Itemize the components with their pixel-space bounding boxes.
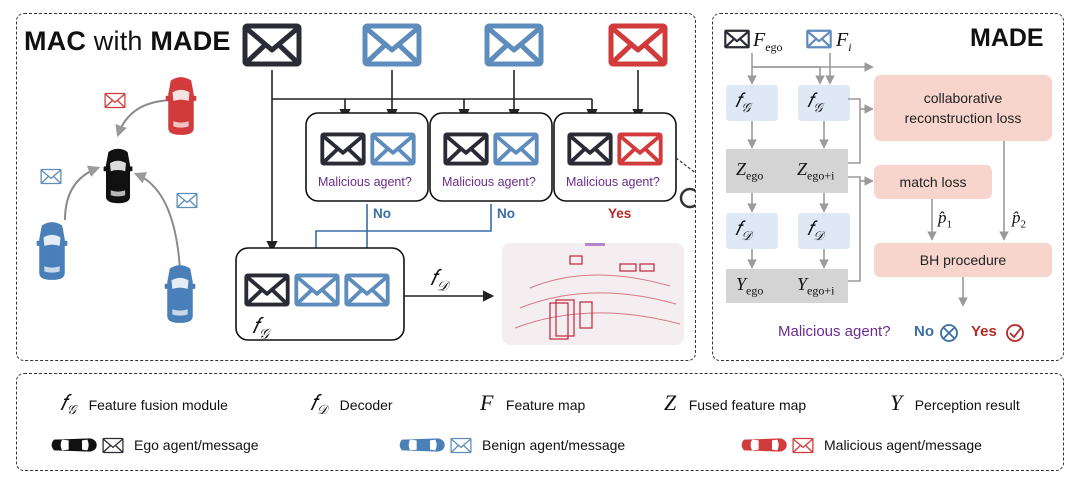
answer-no-1: No [373, 206, 391, 221]
malicious-question-2: Malicious agent? [442, 175, 536, 189]
malicious-car-icon [740, 434, 788, 456]
Z-ego-i: Zego+i [797, 159, 835, 183]
malicious-question-3: Malicious agent? [566, 175, 660, 189]
match-loss-box: match loss [899, 174, 967, 190]
answer-yes: Yes [608, 206, 632, 221]
no-cross-icon [940, 324, 958, 342]
p2-label: p̂2 [1012, 208, 1026, 231]
fD-ego: 𝑓𝒟 [735, 218, 752, 243]
made-title: MADE [970, 24, 1044, 52]
made-flow [724, 29, 1052, 342]
benign-envelope-icon-2 [487, 26, 541, 64]
magnifier-icon [679, 187, 695, 209]
legend-ego: Ego agent/message [50, 434, 259, 456]
legend-Z: Z Fused feature map [664, 390, 807, 415]
legend-panel [16, 373, 1064, 471]
fusion-label: 𝑓𝒢 [252, 313, 269, 343]
ego-car [103, 148, 133, 204]
ego-message-icon [102, 437, 124, 454]
made-panel [712, 13, 1064, 361]
legend-row-1: 𝑓𝒢 Feature fusion module 𝑓𝒟 Decoder F Fe… [60, 390, 1060, 418]
input-F-i: Fi [836, 29, 852, 54]
benign-message-icon-2 [176, 192, 198, 209]
malicious-message-legend-icon [792, 437, 814, 454]
Y-ego: Yego [736, 274, 764, 298]
ego-envelope-icon [245, 26, 299, 64]
bh-procedure-box: BH procedure [919, 252, 1007, 268]
legend-Y: Y Perception result [890, 390, 1020, 415]
benign-message-legend-icon [450, 437, 472, 454]
legend-fG: 𝑓𝒢 Feature fusion module [60, 390, 228, 418]
made-no: No [914, 323, 934, 340]
benign-envelope-icon-1 [365, 26, 419, 64]
driving-scene [36, 77, 198, 323]
benign-car-left [36, 222, 68, 280]
p1-label: p̂1 [938, 208, 952, 231]
answer-no-2: No [497, 206, 515, 221]
Z-ego: Zego [736, 159, 764, 183]
benign-message-icon [40, 168, 62, 185]
benign-car-icon [398, 434, 446, 456]
legend-fD: 𝑓𝒟 Decoder [310, 390, 393, 418]
Y-ego-i: Yego+i [797, 274, 835, 298]
malicious-message-icon [104, 92, 126, 109]
legend-malicious: Malicious agent/message [740, 434, 982, 456]
mac-title: MAC with MADE [24, 26, 231, 57]
input-F-ego: Fego [753, 29, 783, 54]
fG-i: 𝑓𝒢 [807, 90, 823, 115]
malicious-car [165, 77, 197, 135]
mac-flow [235, 18, 695, 345]
malicious-question-1: Malicious agent? [318, 175, 412, 189]
title-mac: MAC [24, 26, 87, 56]
fG-ego: 𝑓𝒢 [735, 90, 751, 115]
yes-check-icon [1006, 324, 1024, 342]
legend-benign: Benign agent/message [398, 434, 625, 456]
mac-panel [16, 13, 696, 361]
fD-i: 𝑓𝒟 [807, 218, 824, 243]
legend-F: F Feature map [480, 390, 586, 415]
benign-car-right [164, 265, 196, 323]
decoder-label: 𝑓𝒟 [430, 265, 449, 295]
malicious-envelope-icon [611, 26, 665, 64]
made-question: Malicious agent? [778, 323, 891, 340]
ego-car-icon [50, 434, 98, 456]
collab-loss-box: collaborative reconstruction loss [904, 90, 1022, 126]
made-yes: Yes [971, 323, 997, 340]
legend-row-2: Ego agent/message Benign agent/message M… [50, 434, 1050, 460]
title-made: MADE [150, 26, 231, 56]
title-with: with [93, 26, 143, 56]
